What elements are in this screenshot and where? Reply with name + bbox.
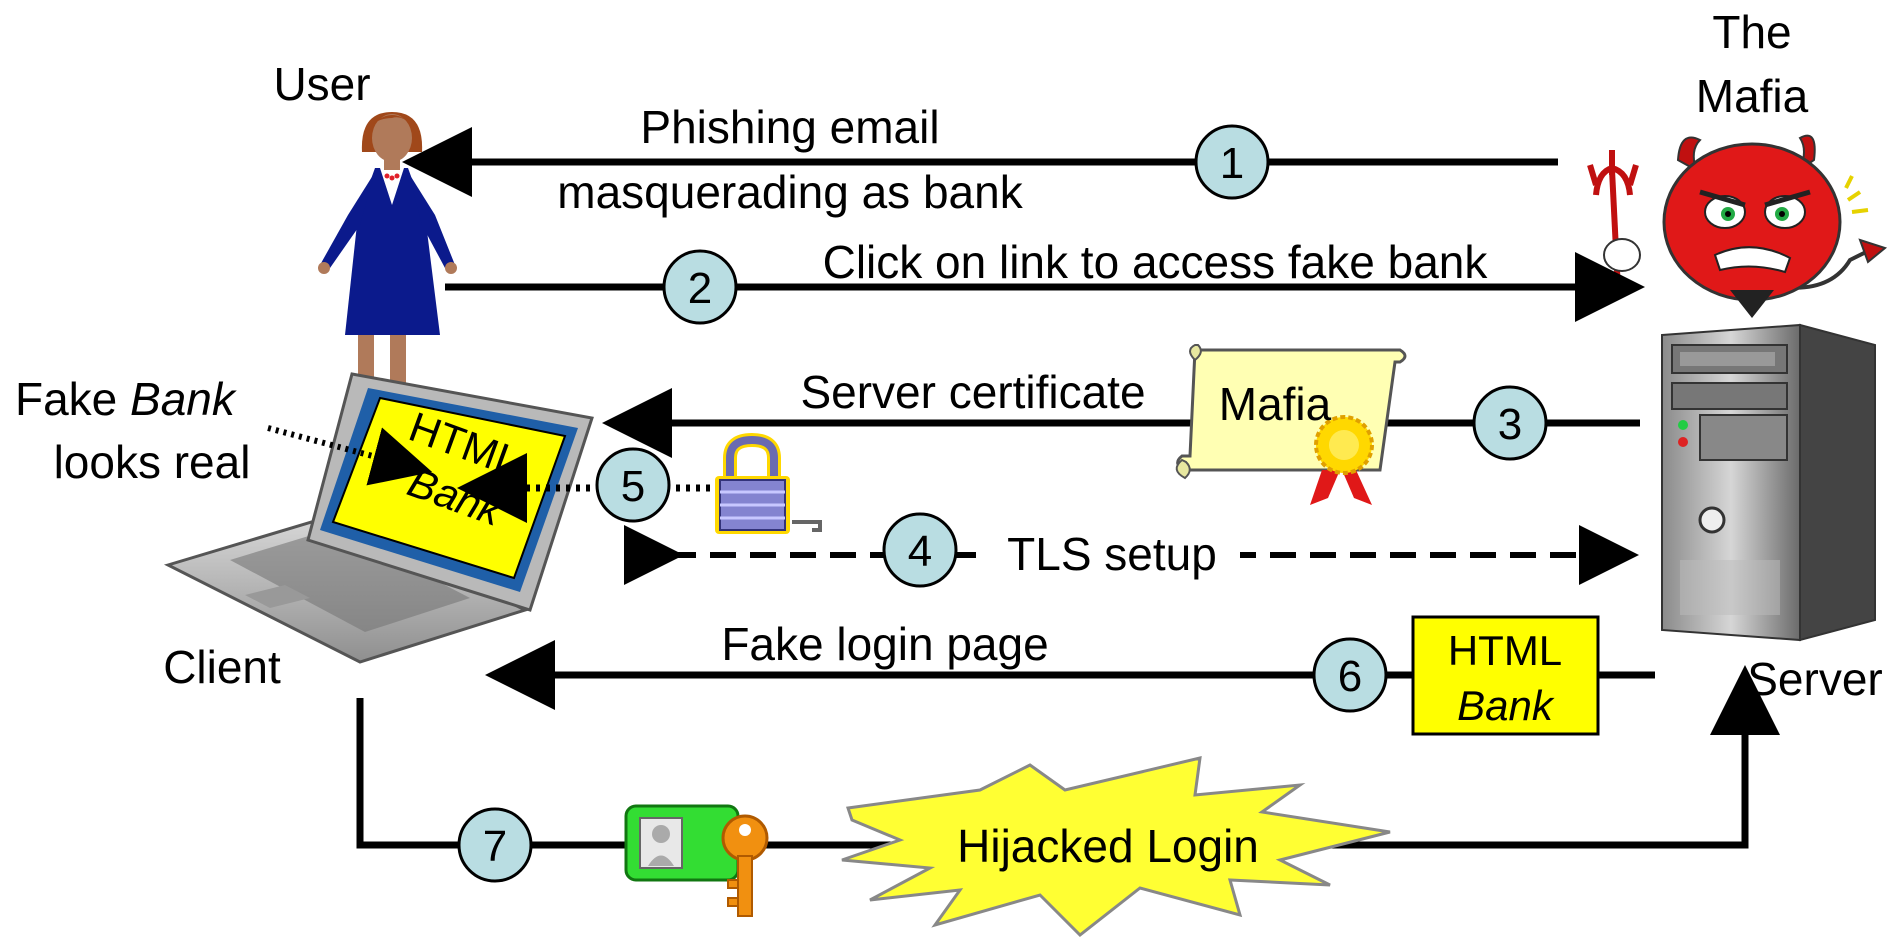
key-icon <box>721 814 769 917</box>
step-3-number: 3 <box>1498 400 1522 449</box>
step-5-badge: 5 <box>595 447 671 523</box>
step-4-number: 4 <box>908 527 932 576</box>
step-4-badge: 4 <box>882 512 958 588</box>
certificate-scroll-icon: Mafia <box>1175 344 1407 505</box>
fake-bank-note-line2: looks real <box>54 436 251 488</box>
step-6-badge: 6 <box>1312 637 1388 713</box>
step-7-number: 7 <box>483 822 507 871</box>
step-6-number: 6 <box>1338 652 1362 701</box>
step2-label: Click on link to access fake bank <box>823 236 1489 288</box>
html-bank-box-line2: Bank <box>1457 682 1555 729</box>
explosion-shape: Hijacked Login <box>841 756 1391 937</box>
id-card-icon <box>624 804 740 882</box>
server-label: Server <box>1747 653 1882 705</box>
fake-bank-note-bank: Bank <box>130 373 237 425</box>
mafia-label-line1: The <box>1712 6 1791 58</box>
user-figure-icon <box>318 112 457 393</box>
step-3-badge: 3 <box>1472 385 1548 461</box>
explosion-label: Hijacked Login <box>957 820 1259 872</box>
step4-label: TLS setup <box>1007 528 1217 580</box>
step-2-badge: 2 <box>662 249 738 325</box>
client-label: Client <box>163 641 281 693</box>
devil-icon <box>1587 134 1888 318</box>
step-2-number: 2 <box>688 264 712 313</box>
tls-label-backdrop <box>985 520 1240 588</box>
fake-bank-pointer-arrow <box>267 425 433 486</box>
server-tower-icon <box>1661 323 1876 642</box>
step-7-badge: 7 <box>457 807 533 883</box>
certificate-label: Mafia <box>1219 378 1332 430</box>
fake-bank-note-fake: Fake <box>15 373 117 425</box>
html-bank-box-line1: HTML <box>1448 627 1562 674</box>
step1-label-line2: masquerading as bank <box>557 166 1023 218</box>
step3-label: Server certificate <box>800 366 1145 418</box>
step-1-badge: 1 <box>1194 124 1270 200</box>
step1-label-line1: Phishing email <box>640 101 939 153</box>
step6-label: Fake login page <box>721 618 1048 670</box>
padlock-icon <box>715 432 822 534</box>
step-5-number: 5 <box>621 462 645 511</box>
user-label: User <box>273 58 370 110</box>
fake-bank-note-line1: Fake Bank <box>15 373 237 425</box>
mafia-label-line2: Mafia <box>1696 70 1809 122</box>
step-1-number: 1 <box>1220 139 1244 188</box>
html-bank-page-box: HTML Bank <box>1411 615 1600 736</box>
